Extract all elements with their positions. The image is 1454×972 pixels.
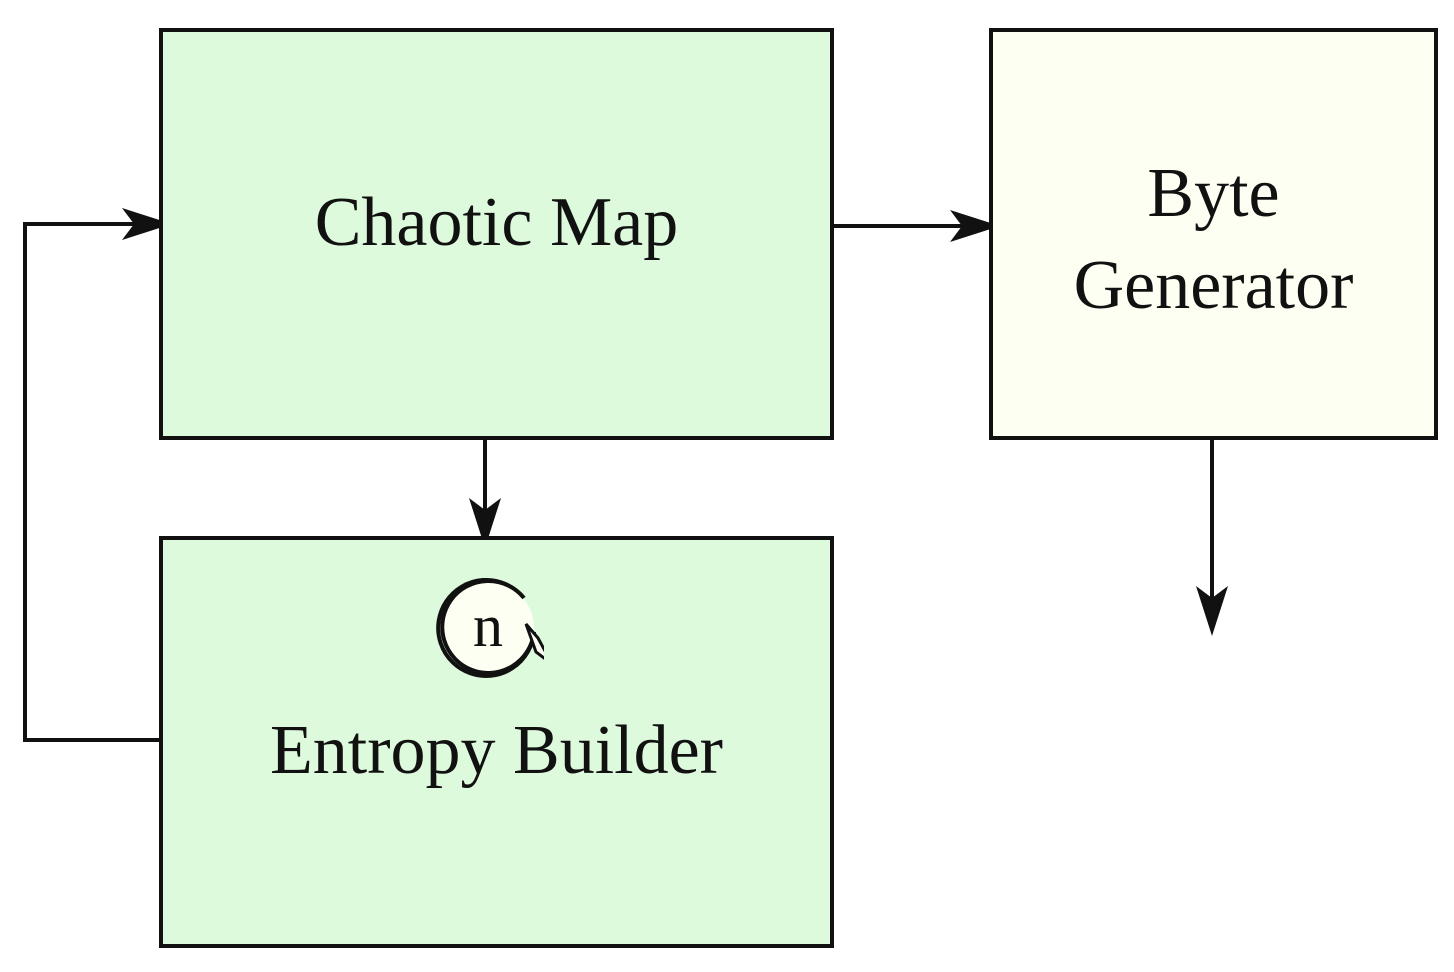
edge-chaotic-to-byte [834,210,1000,242]
loop-icon [436,577,544,678]
edge-byte-output [1196,440,1228,636]
loop-count-label: n [473,593,503,659]
edge-chaotic-to-entropy [469,440,501,548]
byte-generator-label-line2: Generator [1073,247,1354,324]
entropy-builder-label: Entropy Builder [270,712,723,789]
byte-generator-label: Byte Generator [989,148,1438,332]
byte-generator-box [989,28,1438,440]
arrowhead-icon [469,498,501,548]
chaotic-map-label: Chaotic Map [314,184,679,261]
arrowhead-icon [950,210,1000,242]
arrowhead-icon [122,208,172,240]
chaotic-map-box [159,28,834,440]
edge-entropy-feedback [23,208,172,742]
arrowhead-icon [1196,586,1228,636]
loop-arrowhead-icon [524,623,544,660]
byte-generator-label-line1: Byte [1147,155,1280,232]
